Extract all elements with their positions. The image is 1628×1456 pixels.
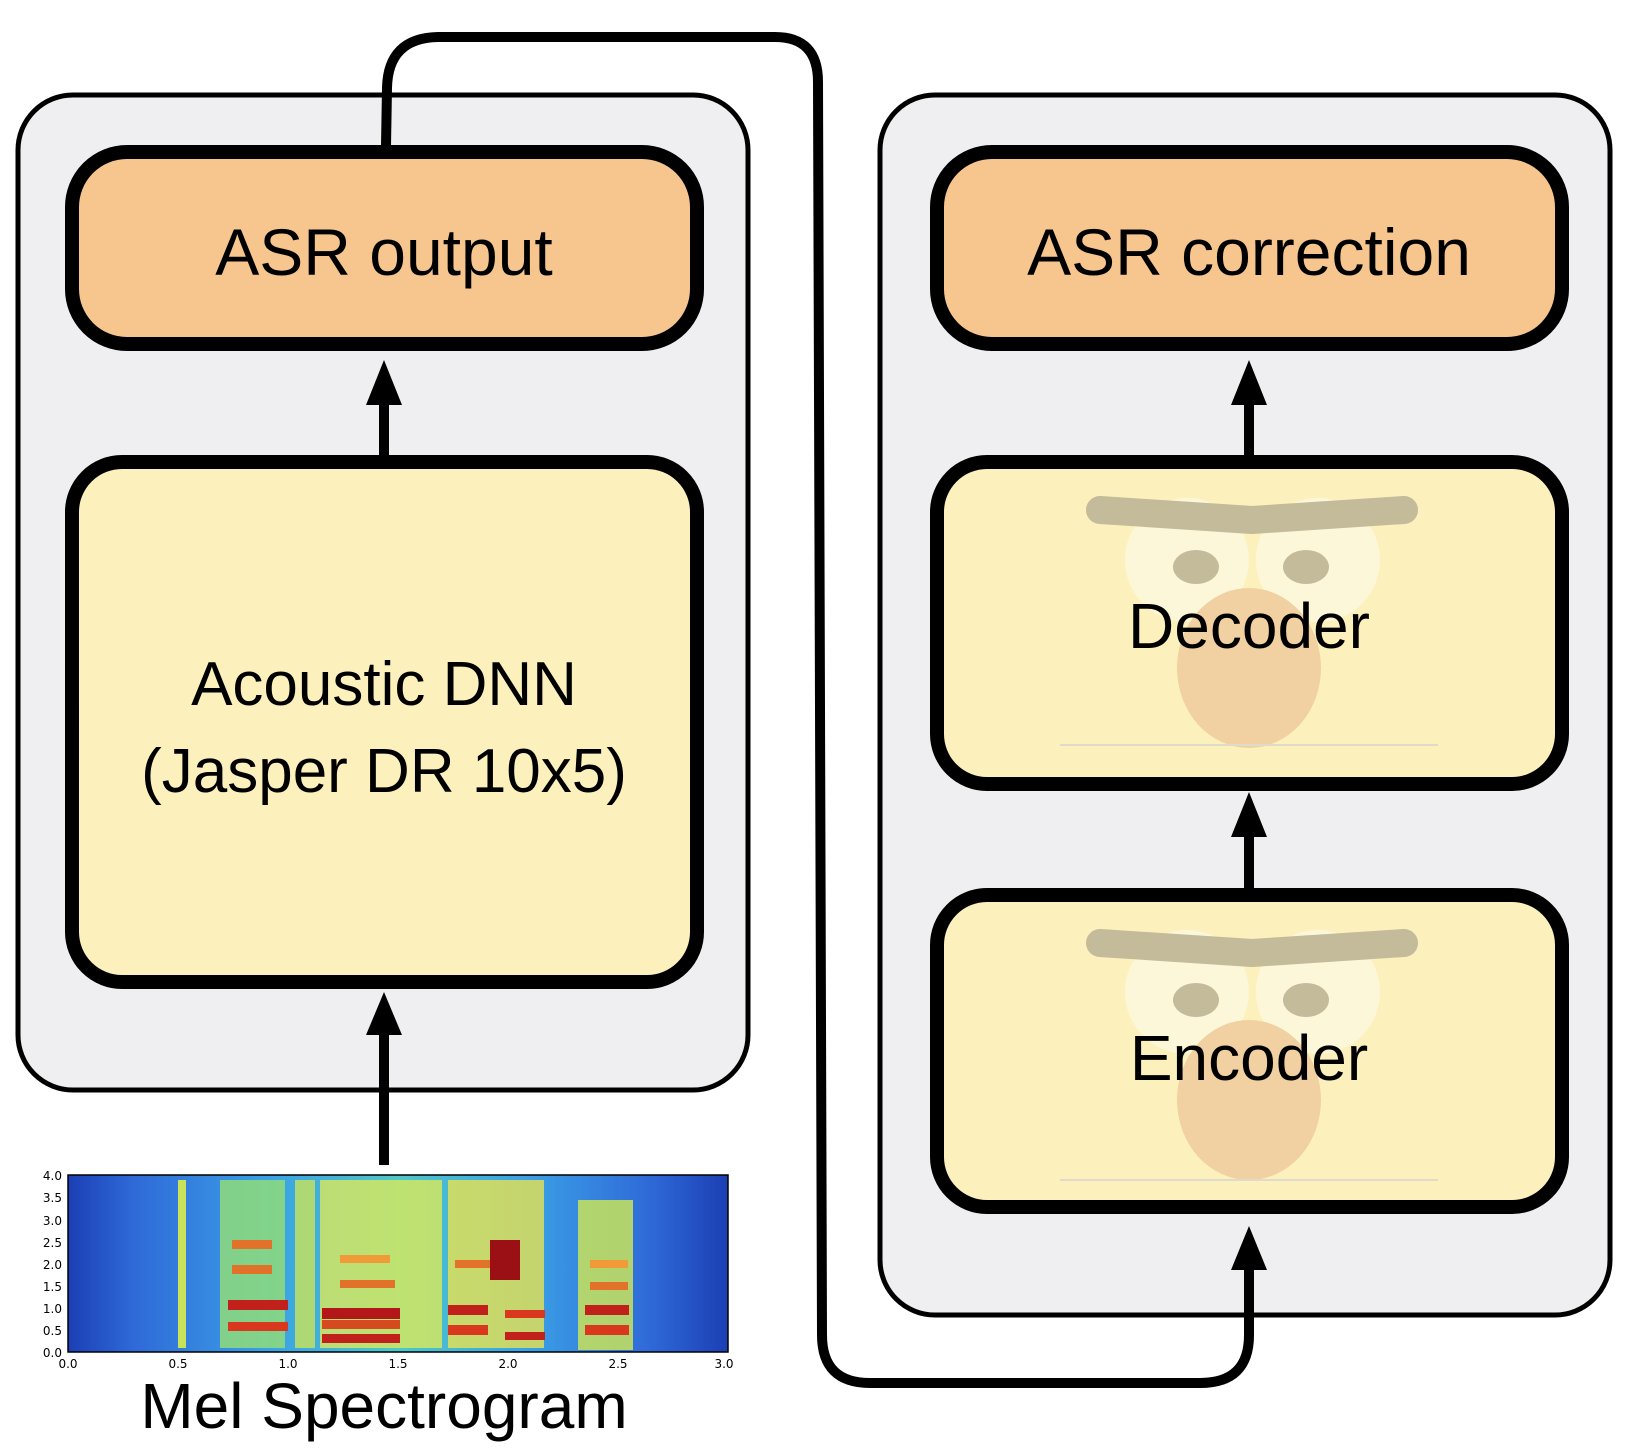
y-tick-label: 2.5: [43, 1236, 62, 1250]
arrow-spectrogram-to-dnn: [366, 992, 402, 1165]
asr-output-label: ASR output: [215, 215, 553, 289]
bert-face-icon: [1060, 929, 1438, 1181]
x-tick-label: 0.0: [58, 1357, 77, 1371]
x-tick-label: 1.5: [388, 1357, 407, 1371]
encoder-label: Encoder: [1130, 1022, 1368, 1094]
asr-output-box: [65, 145, 704, 351]
spectrogram-harmonics: [178, 1180, 633, 1350]
y-tick-label: 1.0: [43, 1302, 62, 1316]
connector-output-to-encoder: [381, 32, 1267, 1388]
arrow-decoder-to-correction: [1231, 360, 1267, 456]
spectrogram-x-axis: 0.0 0.5 1.0 1.5 2.0 2.5 3.0: [58, 1357, 733, 1371]
acoustic-dnn-box: [65, 455, 704, 989]
y-tick-label: 3.5: [43, 1191, 62, 1205]
bert-face-icon: [1060, 496, 1438, 748]
y-tick-label: 0.0: [43, 1346, 62, 1360]
x-tick-label: 2.0: [498, 1357, 517, 1371]
y-tick-label: 3.0: [43, 1214, 62, 1228]
y-tick-label: 0.5: [43, 1324, 62, 1338]
arrow-encoder-to-decoder: [1231, 792, 1267, 889]
asr-correction-label: ASR correction: [1027, 215, 1471, 289]
y-tick-label: 2.0: [43, 1258, 62, 1272]
spectrogram-caption: Mel Spectrogram: [140, 1370, 627, 1442]
acoustic-dnn-sublabel: (Jasper DR 10x5): [141, 737, 627, 806]
spectrogram-y-axis: 0.0 0.5 1.0 1.5 2.0 2.5 3.0 3.5 4.0: [43, 1169, 62, 1360]
acoustic-dnn-label: Acoustic DNN: [191, 650, 577, 719]
x-tick-label: 3.0: [714, 1357, 733, 1371]
x-tick-label: 0.5: [168, 1357, 187, 1371]
y-tick-label: 1.5: [43, 1280, 62, 1294]
x-tick-label: 2.5: [608, 1357, 627, 1371]
y-tick-label: 4.0: [43, 1169, 62, 1183]
encoder-block: Encoder: [930, 888, 1569, 1214]
mel-spectrogram: 0.0 0.5 1.0 1.5 2.0 2.5 3.0 3.5 4.0 0.0 …: [43, 1169, 734, 1442]
decoder-block: Decoder: [930, 455, 1569, 791]
decoder-label: Decoder: [1128, 590, 1370, 662]
x-tick-label: 1.0: [278, 1357, 297, 1371]
arrow-dnn-to-output: [366, 360, 402, 456]
asr-correction-box: [930, 145, 1569, 351]
